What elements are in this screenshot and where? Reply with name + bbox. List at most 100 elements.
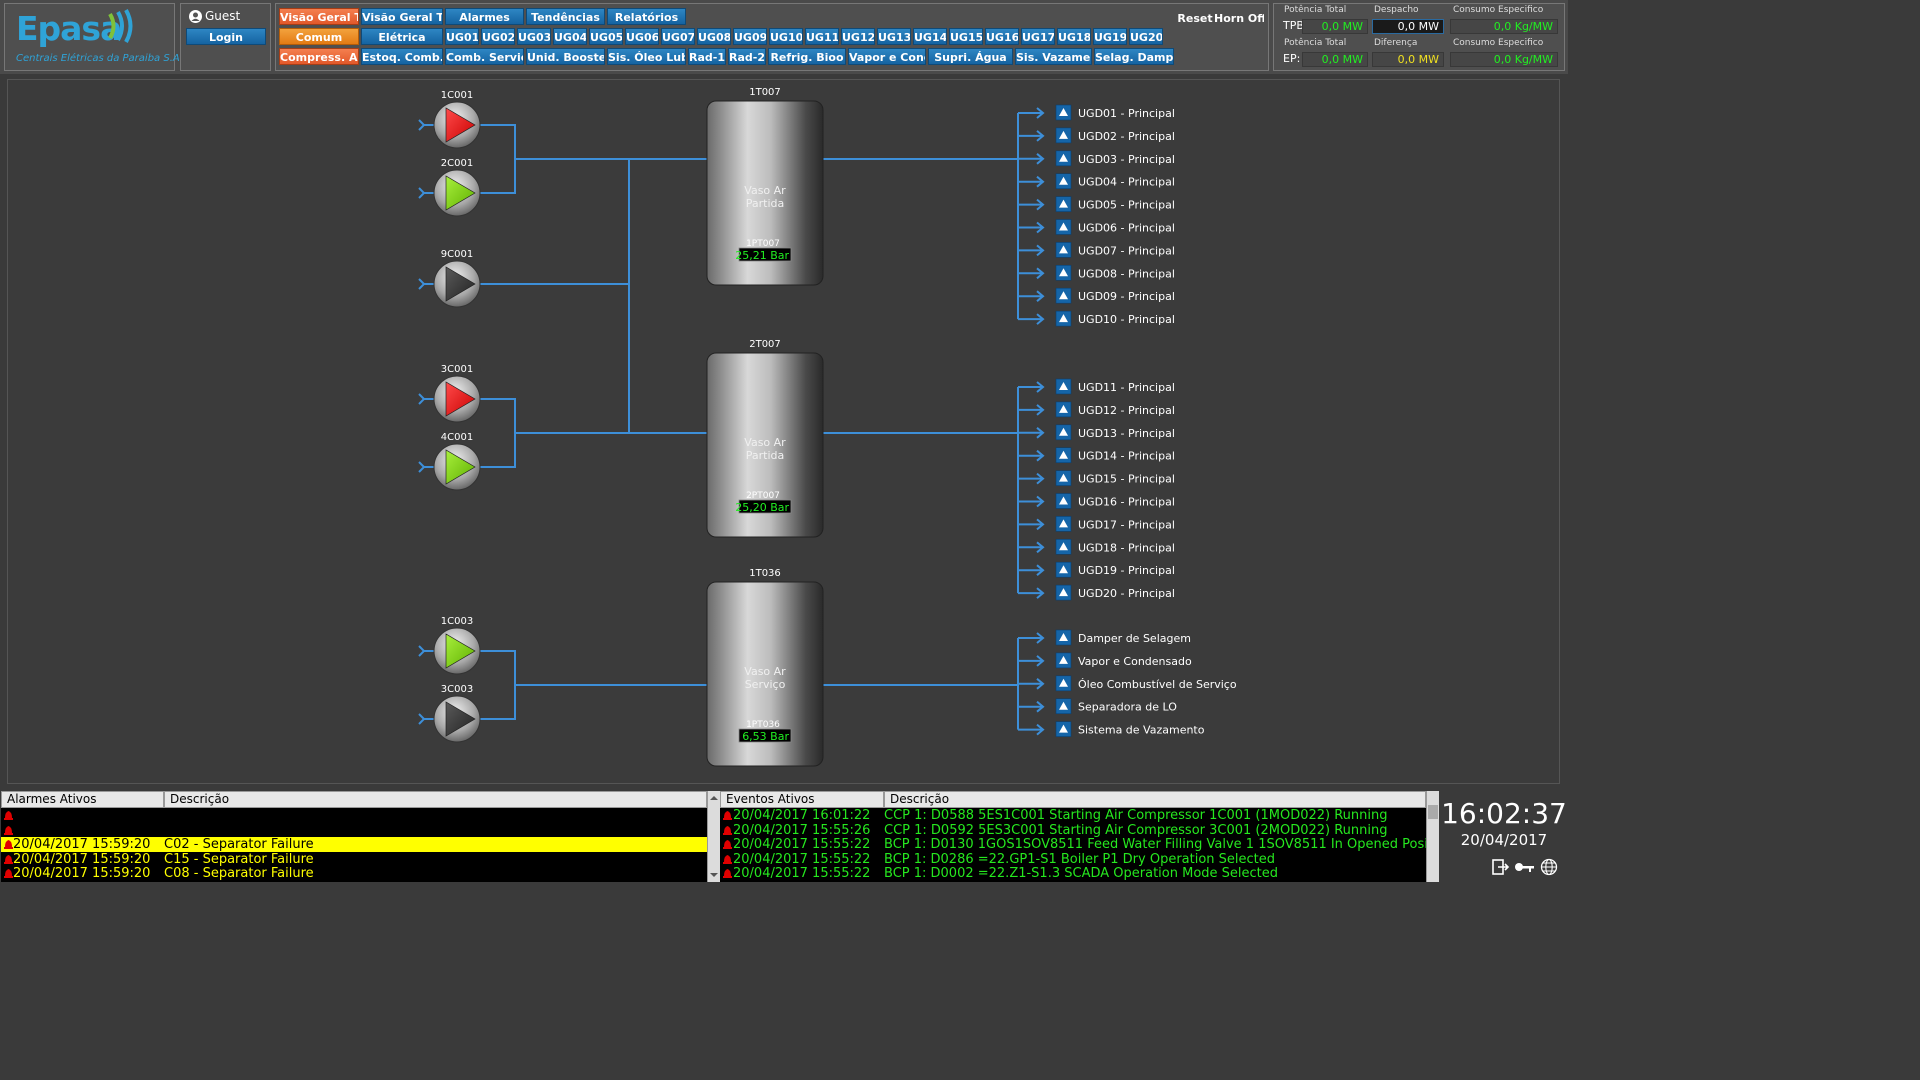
consumer-ugd05-principal[interactable]: UGD05 - Principal: [1036, 196, 1175, 212]
nav-alarmes[interactable]: Alarmes: [445, 8, 524, 25]
nav-tendencias[interactable]: Tendências: [526, 8, 605, 25]
key-icon[interactable]: [1513, 858, 1535, 876]
consumer-ugd04-principal[interactable]: UGD04 - Principal: [1036, 173, 1175, 189]
nav-ug09[interactable]: UG09: [733, 28, 767, 45]
nav-supri-agua[interactable]: Supri. Água: [928, 48, 1013, 65]
nav-ug19[interactable]: UG19: [1093, 28, 1127, 45]
events-scroll-thumb[interactable]: [1428, 805, 1438, 819]
consumer-ugd14-principal[interactable]: UGD14 - Principal: [1036, 447, 1175, 464]
nav-unid-booster[interactable]: Unid. Booster: [526, 48, 605, 65]
consumer-ugd08-principal[interactable]: UGD08 - Principal: [1036, 265, 1175, 281]
scroll-up-icon[interactable]: [708, 793, 720, 803]
consumer-ugd07-principal[interactable]: UGD07 - Principal: [1036, 242, 1175, 258]
alarms-header-col2[interactable]: Descrição: [164, 791, 707, 808]
consumer-ugd17-principal[interactable]: UGD17 - Principal: [1036, 516, 1175, 532]
compressor-1c001[interactable]: 1C001: [418, 90, 481, 149]
consumer-ugd11-principal[interactable]: UGD11 - Principal: [1036, 378, 1175, 395]
compressor-3c003[interactable]: 3C003: [418, 684, 481, 743]
login-button[interactable]: Login: [186, 28, 266, 45]
horn-off-button[interactable]: Horn Off: [1214, 12, 1264, 25]
nav-ug08[interactable]: UG08: [697, 28, 731, 45]
nav-ug18[interactable]: UG18: [1057, 28, 1091, 45]
nav-compress-ar[interactable]: Compress. Ar: [279, 48, 359, 65]
scroll-down-icon[interactable]: [708, 870, 720, 880]
consumer-damper-de-selagem[interactable]: Damper de Selagem: [1036, 629, 1191, 646]
globe-icon[interactable]: [1540, 858, 1558, 876]
nav-ug01[interactable]: UG01: [445, 28, 479, 45]
logout-icon[interactable]: [1490, 858, 1510, 876]
compressor-4c001[interactable]: 4C001: [418, 432, 481, 491]
consumer-ugd10-principal[interactable]: UGD10 - Principal: [1036, 310, 1175, 327]
nav-ug02[interactable]: UG02: [481, 28, 515, 45]
consumer-ugd15-principal[interactable]: UGD15 - Principal: [1036, 470, 1175, 486]
consumer-ugd19-principal[interactable]: UGD19 - Principal: [1036, 561, 1175, 578]
nav-ug17[interactable]: UG17: [1021, 28, 1055, 45]
nav-rad-1[interactable]: Rad-1: [688, 48, 726, 65]
events-header-col1[interactable]: Eventos Ativos: [720, 791, 884, 808]
consumer-ugd18-principal[interactable]: UGD18 - Principal: [1036, 538, 1175, 555]
compressor-2c001[interactable]: 2C001: [418, 158, 481, 217]
nav-ug05[interactable]: UG05: [589, 28, 623, 45]
consumer-ugd03-principal[interactable]: UGD03 - Principal: [1036, 150, 1175, 167]
compressor-3c001[interactable]: 3C001: [418, 364, 481, 423]
nav-ug20[interactable]: UG20: [1129, 28, 1163, 45]
consumer-ugd12-principal[interactable]: UGD12 - Principal: [1036, 401, 1175, 418]
reset-button[interactable]: Reset: [1177, 12, 1213, 25]
nav-sis-oleo-lub[interactable]: Sis. Óleo Lub.: [607, 48, 686, 65]
nav-comb-servico[interactable]: Comb. Serviço: [445, 48, 524, 65]
alarms-header-col1[interactable]: Alarmes Ativos: [1, 791, 164, 808]
events-scrollbar[interactable]: [1426, 791, 1439, 882]
nav-visao-geral-tp[interactable]: Visão Geral TP: [279, 8, 359, 25]
consumer-oleo-combustivel-de-servico[interactable]: Óleo Combustível de Serviço: [1036, 675, 1237, 692]
despacho-input[interactable]: 0,0 MW: [1372, 19, 1444, 34]
nav-selag-damper[interactable]: Selag. Damper: [1094, 48, 1174, 65]
alarms-scrollbar[interactable]: [707, 791, 720, 882]
compressor-1c003[interactable]: 1C003: [418, 616, 481, 675]
alarm-row[interactable]: [1, 822, 707, 838]
nav-visao-geral-tn[interactable]: Visão Geral TN: [361, 8, 443, 25]
nav-rad-2[interactable]: Rad-2: [728, 48, 766, 65]
alarm-row[interactable]: [1, 808, 707, 823]
nav-ug04[interactable]: UG04: [553, 28, 587, 45]
consumer-ugd13-principal[interactable]: UGD13 - Principal: [1036, 424, 1175, 441]
consumer-ugd16-principal[interactable]: UGD16 - Principal: [1036, 493, 1175, 509]
nav-eletrica[interactable]: Elétrica: [361, 28, 443, 45]
nav-ug16[interactable]: UG16: [985, 28, 1019, 45]
nav-ug10[interactable]: UG10: [769, 28, 803, 45]
consumer-vapor-e-condensado[interactable]: Vapor e Condensado: [1036, 652, 1192, 669]
events-header-col2[interactable]: Descrição: [884, 791, 1426, 808]
nav-ug07[interactable]: UG07: [661, 28, 695, 45]
nav-ug15[interactable]: UG15: [949, 28, 983, 45]
nav-sis-vazamen[interactable]: Sis. Vazamen.: [1015, 48, 1092, 65]
consumer-ugd02-principal[interactable]: UGD02 - Principal: [1036, 127, 1175, 144]
nav-comum[interactable]: Comum: [279, 28, 359, 45]
nav-ug14[interactable]: UG14: [913, 28, 947, 45]
consumer-ugd06-principal[interactable]: UGD06 - Principal: [1036, 219, 1175, 235]
nav-ug13[interactable]: UG13: [877, 28, 911, 45]
consumer-separadora-de-lo[interactable]: Separadora de LO: [1036, 698, 1177, 715]
consumer-ugd09-principal[interactable]: UGD09 - Principal: [1036, 287, 1175, 304]
nav-ug03[interactable]: UG03: [517, 28, 551, 45]
nav-ug12[interactable]: UG12: [841, 28, 875, 45]
compressor-9c001[interactable]: 9C001: [418, 249, 481, 308]
consumer-ugd01-principal[interactable]: UGD01 - Principal: [1036, 104, 1175, 121]
nav-refrig-bioo[interactable]: Refrig. Bioo: [768, 48, 846, 65]
nav-vapor-cond[interactable]: Vapor e Cond.: [848, 48, 926, 65]
consumer-ugd20-principal[interactable]: UGD20 - Principal: [1036, 584, 1175, 601]
nav-relatorios[interactable]: Relatórios: [607, 8, 686, 25]
nav-ug06[interactable]: UG06: [625, 28, 659, 45]
nav-ug11[interactable]: UG11: [805, 28, 839, 45]
